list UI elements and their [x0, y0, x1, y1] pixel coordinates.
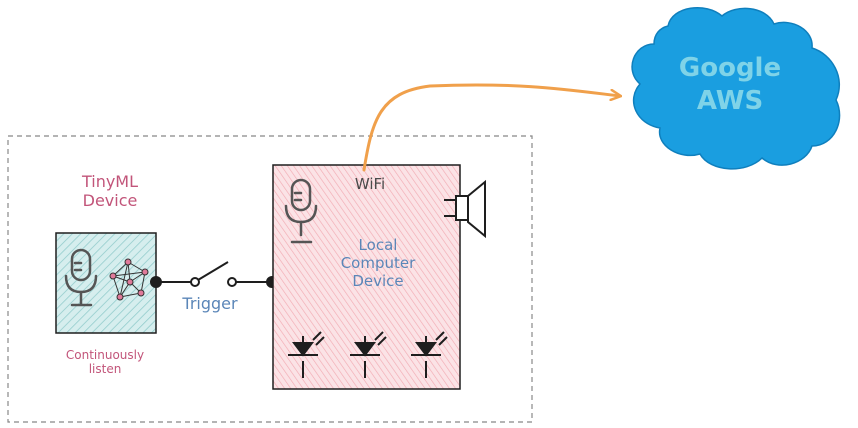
cloud-label-line1: Google: [678, 53, 782, 83]
cloud-label: Google AWS: [650, 52, 810, 117]
microphone-icon: [284, 178, 318, 244]
tinyml-device-label: TinyML Device: [55, 172, 165, 210]
continuously-listen-caption: Continuously listen: [40, 348, 170, 377]
caption-line1: Continuously: [65, 348, 145, 362]
cloud-shape: [631, 7, 841, 170]
neural-network-icon: [109, 258, 149, 301]
local-label-line1: Local: [358, 236, 398, 254]
tinyml-label-line1: TinyML: [81, 172, 139, 191]
tinyml-label-line2: Device: [82, 191, 138, 211]
tinyml-device-box: [55, 232, 157, 334]
cloud-label-line2: AWS: [696, 85, 764, 116]
local-label-line3: Device: [352, 272, 404, 290]
trigger-label: Trigger: [182, 294, 238, 313]
wifi-to-cloud-arrow: [362, 83, 620, 172]
local-label-line2: Computer: [340, 254, 416, 272]
local-computer-label: Local Computer Device: [318, 236, 438, 290]
wifi-label: WiFi: [354, 175, 386, 193]
trigger-switch: [150, 261, 278, 288]
caption-line2: listen: [88, 362, 122, 377]
led-icon: [411, 331, 448, 378]
led-icon: [350, 331, 387, 378]
system-boundary: [7, 135, 533, 423]
speaker-icon: [444, 179, 486, 239]
led-icon: [288, 331, 325, 378]
local-computer-box: [272, 164, 486, 390]
microphone-icon: [64, 248, 98, 307]
